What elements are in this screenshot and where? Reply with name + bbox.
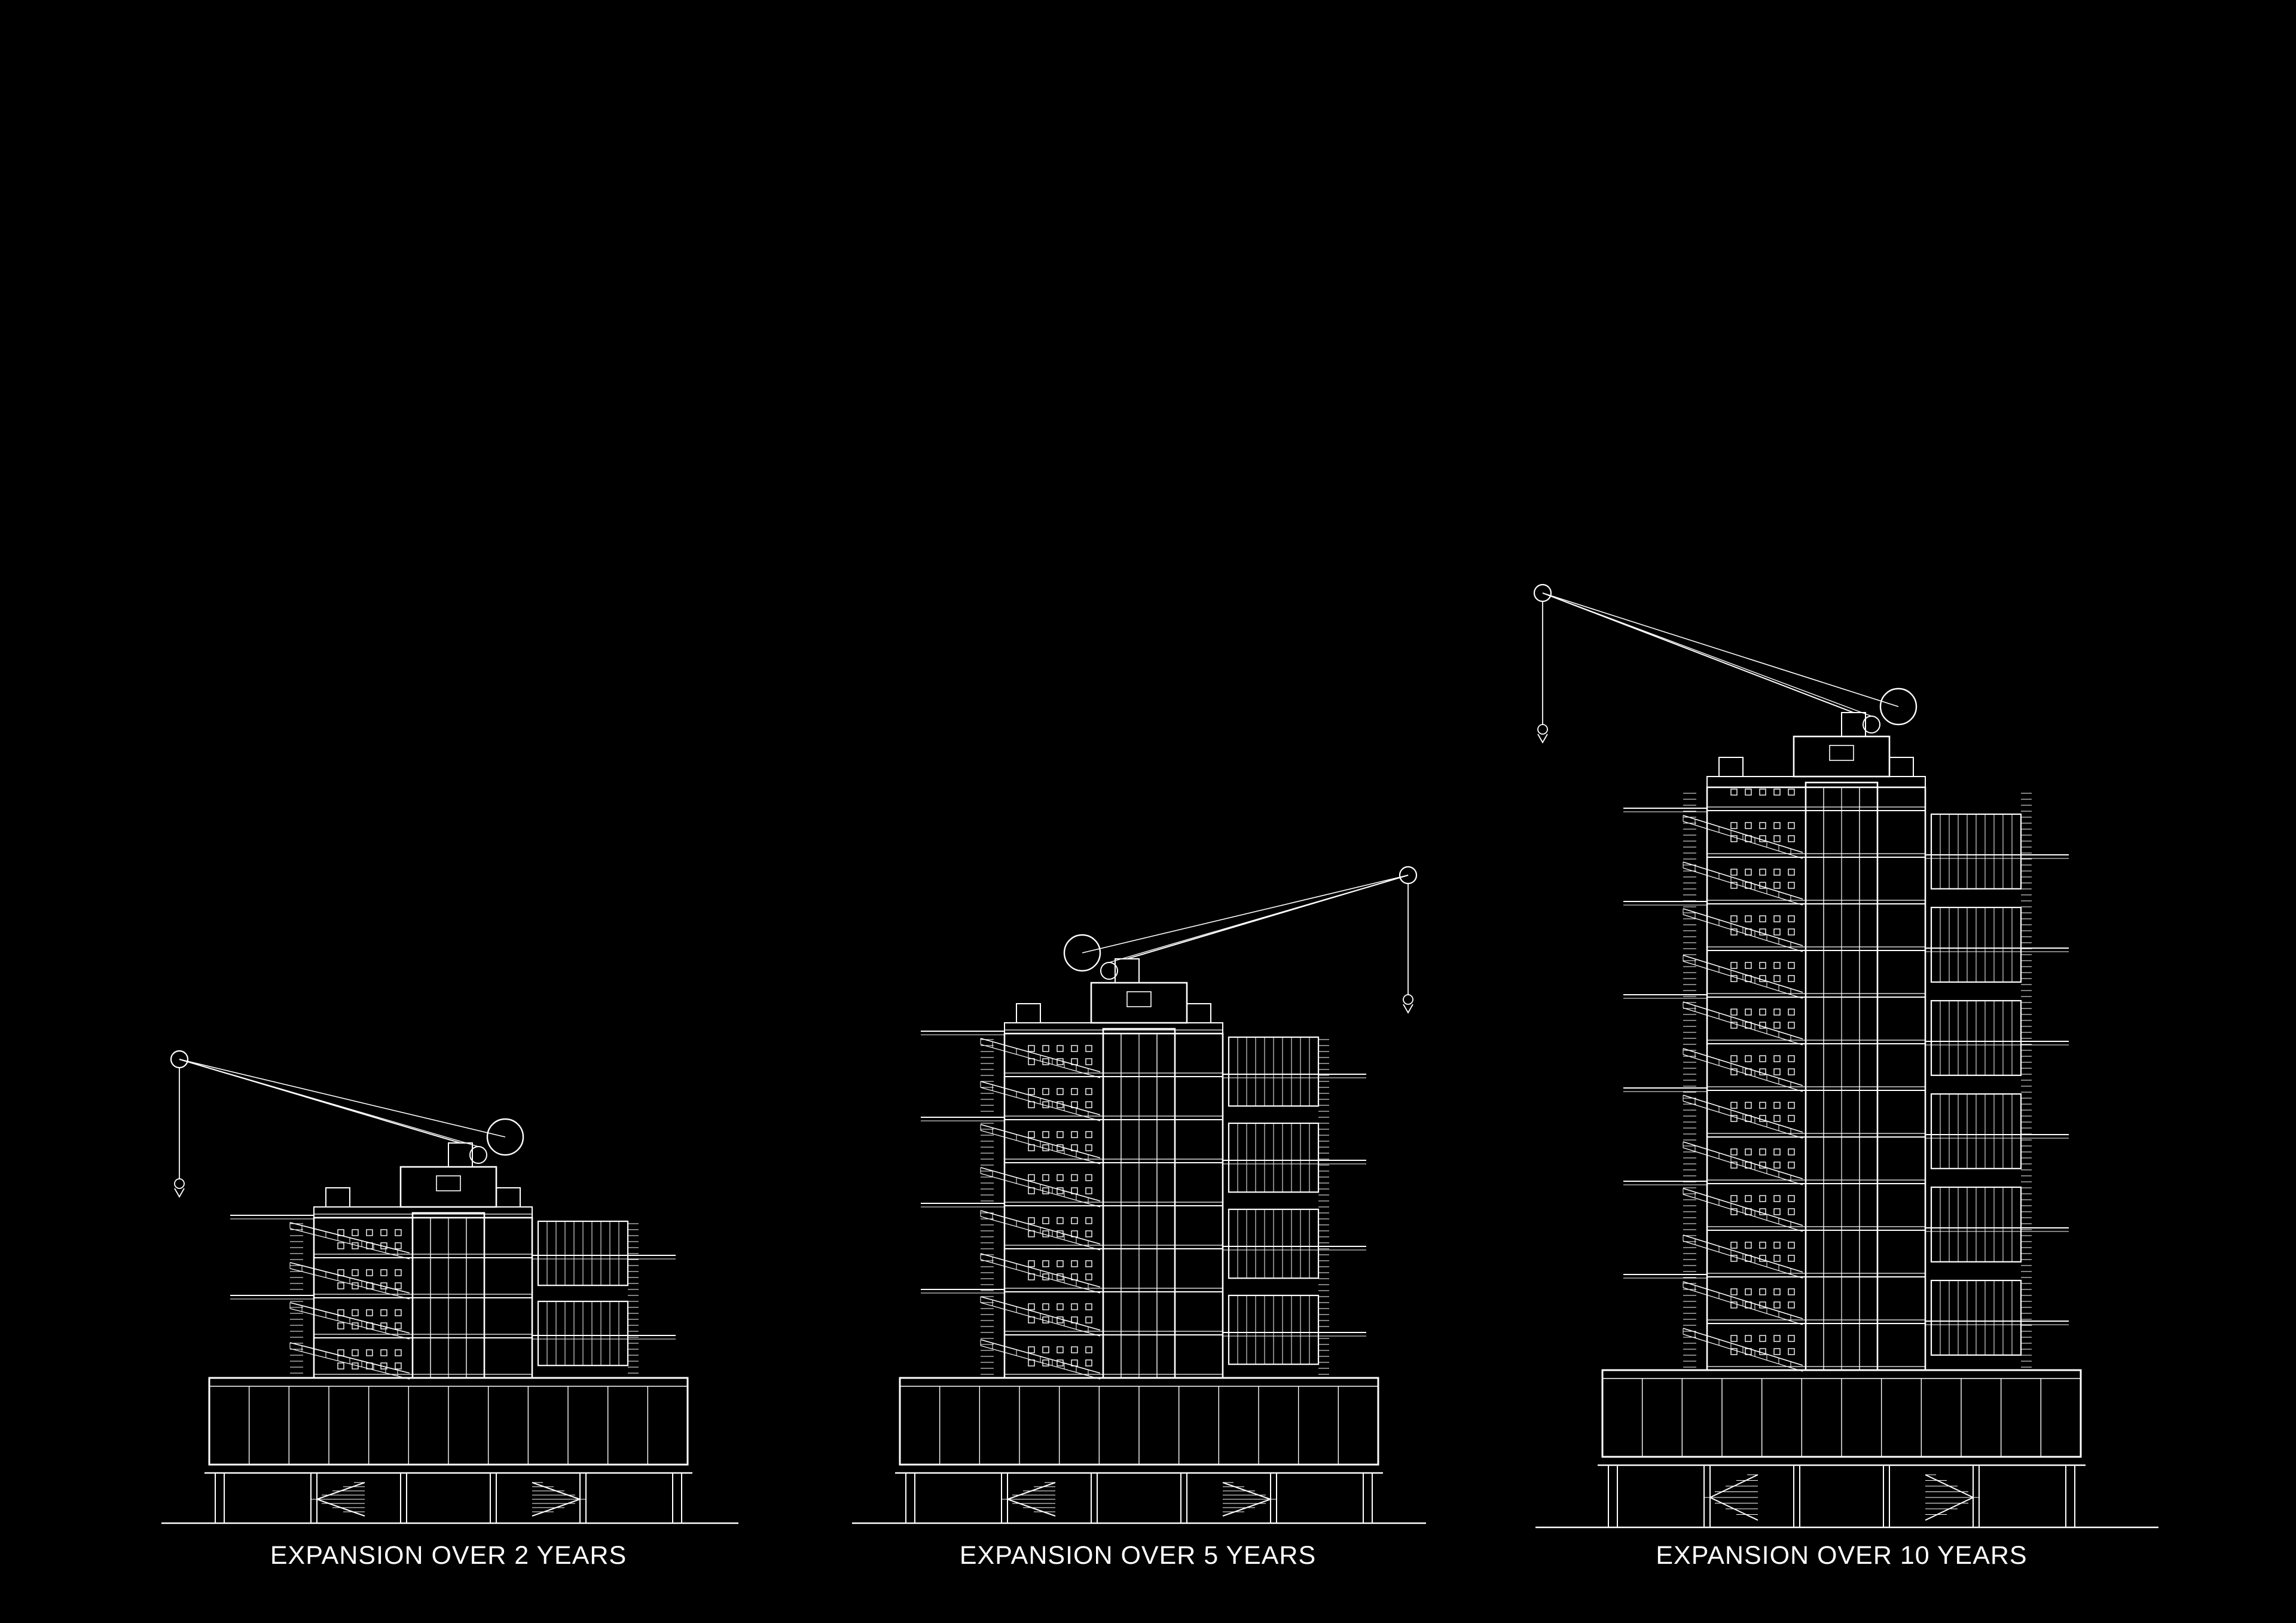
roof [1004,982,1223,1034]
ground-stair [311,1482,586,1517]
floor-level [230,1262,532,1300]
floor-level [1623,1048,1925,1092]
floor-level [1623,955,1925,999]
floor-level [1623,861,1925,906]
roof [313,1166,533,1218]
floor-level [1683,1186,2069,1263]
stilts [1608,1465,2075,1527]
floor-level [921,1167,1223,1208]
floor-level [980,1036,1366,1107]
floor-level [921,1081,1223,1121]
stilts [905,1473,1373,1523]
side-stair-hatch [1683,793,2032,1368]
ground-stair [1002,1482,1277,1517]
caption-2-years: EXPANSION OVER 2 YEARS [270,1541,627,1570]
crane [1063,866,1418,1014]
tower-10-years [1533,583,2158,1529]
crane [1533,583,1918,744]
floor-level [1683,1000,2069,1076]
floor-level [1683,1279,2069,1356]
tower-2-years [161,1050,738,1524]
floor-level [980,1294,1366,1365]
floor-level [980,1122,1366,1193]
floor-level [1683,1328,1925,1372]
core-shaft [411,1212,486,1379]
floor-level [1623,788,1925,812]
side-stair-hatch [981,1039,1329,1375]
side-stair-hatch [290,1223,639,1374]
caption-5-years: EXPANSION OVER 5 YEARS [959,1541,1317,1570]
floor-level [1623,1234,1925,1279]
floor-level [289,1220,676,1286]
podium [204,1377,692,1474]
roof [1706,735,1926,788]
core-shaft [1102,1028,1176,1379]
caption-10-years: EXPANSION OVER 10 YEARS [1656,1541,2028,1570]
floor-level [289,1300,676,1367]
floor-level [1683,1093,2069,1169]
floor-level [289,1342,532,1380]
floor-level [1683,813,2069,890]
podium [1598,1369,2086,1466]
crane [170,1050,524,1198]
floor-level [1683,906,2069,983]
ground-stair [1704,1474,1979,1521]
floor-level [980,1208,1366,1279]
floor-level [921,1253,1223,1294]
floor-level [980,1339,1223,1380]
podium [895,1377,1383,1474]
stilts [215,1473,682,1523]
floor-level [1623,1141,1925,1185]
tower-5-years [852,866,1426,1524]
core-shaft [1805,781,1879,1371]
tower-body [1706,786,1926,1371]
